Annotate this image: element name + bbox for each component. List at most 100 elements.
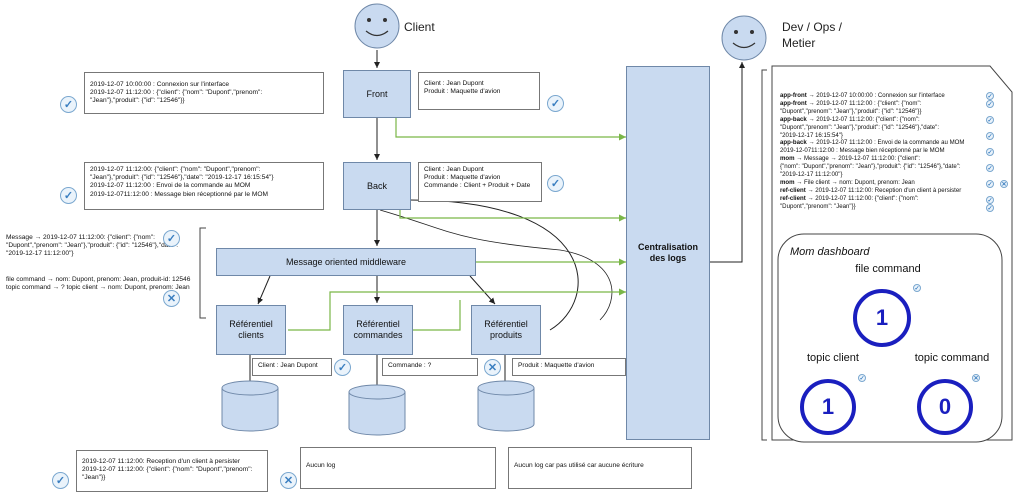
log-line: ref-client → 2019-12-07 11:12:00: Recept… <box>780 187 980 195</box>
log-source: ref-client <box>780 194 806 202</box>
log-source: app-back <box>780 139 807 147</box>
log-line: ref-client → 2019-12-07 11:12:00: {"clie… <box>780 195 980 203</box>
log-line: "Dupont","prenom": "Jean"},"produit": {"… <box>780 124 980 132</box>
devops-actor-icon <box>721 15 767 61</box>
arrow-mom-refproduits <box>469 275 496 305</box>
bottom-clients-line: "Jean"}} <box>82 474 106 482</box>
db-commandes-icon <box>348 384 406 436</box>
log-line: mom → File client → nom: Dupont, prenom:… <box>780 179 980 187</box>
ref-produits-context: Produit : Maquette d'avion <box>512 358 626 376</box>
log-panel-text: app-front → 2019-12-07 10:00:00 : Connex… <box>780 92 980 211</box>
log-line: "Dupont","prenom": "Jean"},"produit": {"… <box>780 108 980 116</box>
front-log-line: 2019-12-07 10:00:00 : Connexion sur l'in… <box>90 81 230 88</box>
log-line: app-back → 2019-12-07 11:12:00: {"client… <box>780 116 980 124</box>
centralisation-label-2: des logs <box>649 253 687 263</box>
ref-produits-box: Référentiel produits <box>471 305 541 355</box>
back-context-note: Client : Jean Dupont Produit : Maquette … <box>418 162 542 202</box>
mom-topic-line: file command → nom: Dupont, prenom: Jean… <box>6 276 171 283</box>
log-line: app-front → 2019-12-07 10:00:00 : Connex… <box>780 92 980 100</box>
front-label: Front <box>366 88 388 99</box>
curve-back-produits-2 <box>379 209 613 321</box>
check-icon: ✓ <box>60 96 77 113</box>
check-icon: ✓ <box>986 164 994 172</box>
cross-icon: ✕ <box>484 359 501 376</box>
check-icon: ✓ <box>334 359 351 376</box>
log-text: → 2019-12-07 11:12:00 : {"client": {"nom… <box>806 99 922 107</box>
check-icon: ✓ <box>986 204 994 212</box>
file-command-gauge: 1 <box>853 289 911 347</box>
front-context-note: Client : Jean Dupont Produit : Maquette … <box>418 72 540 110</box>
log-text: → File client → nom: Dupont, prenom: Jea… <box>794 178 915 186</box>
bottom-commandes-log: Aucun log <box>300 447 496 489</box>
log-bracket <box>761 69 767 441</box>
log-source: app-back <box>780 115 807 123</box>
ref-commandes-label-2: commandes <box>353 330 403 340</box>
bottom-clients-log: 2019-12-07 11:12:00: Reception d'un clie… <box>76 450 268 492</box>
log-panel-checks: ✓✓✓✓✓✓✓✓✓✕ <box>986 92 1008 212</box>
log-text: 2019-12-0711:12:00 : Message bien récept… <box>780 147 945 155</box>
front-log-line: "Jean"},"produit": {"id": "12546"}} <box>90 97 185 105</box>
bottom-clients-line: 2019-12-07 11:12:00: Reception d'un clie… <box>82 458 241 465</box>
log-line: "Dupont","prenom": "Jean"}} <box>780 203 980 211</box>
client-label: Client <box>404 20 435 34</box>
check-icon: ✓ <box>986 92 994 100</box>
mom-topics-note: file command → nom: Dupont, prenom: Jean… <box>6 276 196 292</box>
log-text: "2019-12-17 16:15:54"} <box>780 131 843 139</box>
front-box: Front <box>343 70 411 118</box>
mom-label: Message oriented middleware <box>285 256 407 267</box>
log-text: → 2019-12-07 10:00:00 : Connexion sur l'… <box>806 92 945 99</box>
check-icon: ✓ <box>547 175 564 192</box>
check-icon: ✓ <box>547 95 564 112</box>
ref-produits-label-2: produits <box>489 330 523 340</box>
front-log-line: 2019-12-07 11:12:00 : {"client": {"nom":… <box>90 89 263 97</box>
log-line: mom → Message → 2019-12-07 11:12:00: {"c… <box>780 155 980 163</box>
log-source: mom <box>780 178 795 186</box>
green-arrow-refclients <box>288 288 626 331</box>
log-line: app-front → 2019-12-07 11:12:00 : {"clie… <box>780 100 980 108</box>
back-log-note: 2019-12-07 11:12:00: {"client": {"nom": … <box>84 162 324 210</box>
mom-message-line: "Dupont","prenom": "Jean"},"produit": {"… <box>6 242 130 250</box>
green-line-refcommandes <box>410 300 461 331</box>
topic-command-gauge: 0 <box>917 379 973 435</box>
log-text: → Message → 2019-12-07 11:12:00: {"clien… <box>794 155 921 163</box>
centralisation-box: Centralisation des logs <box>626 66 710 440</box>
log-source: ref-client <box>780 186 806 194</box>
db-clients-icon <box>221 380 279 432</box>
check-icon: ✓ <box>60 187 77 204</box>
arrow-mom-refclients <box>257 275 271 305</box>
ref-produits-label-1: Référentiel <box>484 319 528 329</box>
mom-message-note: Message → 2019-12-07 11:12:00: {"client"… <box>6 234 196 259</box>
centralisation-label-1: Centralisation <box>637 242 698 252</box>
ref-clients-label-2: clients <box>238 330 264 340</box>
log-line: "2019-12-17 16:15:54"} <box>780 132 980 140</box>
log-line: {"nom": "Dupont","prenom": "Jean"},"prod… <box>780 163 980 171</box>
devops-label-line1: Dev / Ops / <box>782 20 843 34</box>
front-context-line: Produit : Maquette d'avion <box>424 88 501 96</box>
client-actor-icon <box>354 3 400 49</box>
check-icon: ✓ <box>986 132 994 140</box>
check-icon: ✓ <box>986 180 994 188</box>
ref-clients-context: Client : Jean Dupont <box>252 358 332 376</box>
log-text: → 2019-12-07 11:12:00: {"client": {"nom"… <box>806 115 920 123</box>
check-icon: ✓ <box>986 196 994 204</box>
back-context-line: Produit : Maquette d'avion <box>424 174 501 182</box>
check-icon: ✓ <box>163 230 180 247</box>
log-text: → 2019-12-07 11:12:00: {"client": {"nom"… <box>805 194 919 202</box>
devops-label-line2: Metier <box>782 36 816 50</box>
back-context-line: Commande : Client + Produit + Date <box>424 182 531 190</box>
ref-commandes-box: Référentiel commandes <box>343 305 413 355</box>
back-log-line: 2019-12-0711:12:00 : Message bien récept… <box>90 190 269 198</box>
mom-bracket <box>199 227 206 319</box>
dashboard-title: Mom dashboard <box>790 246 870 258</box>
log-source: app-front <box>780 92 807 99</box>
mom-message-line: Message → 2019-12-07 11:12:00: {"client"… <box>6 234 155 241</box>
log-text: → 2019-12-07 11:12:00 : Envoi de la comm… <box>806 139 965 147</box>
check-icon: ✓ <box>986 100 994 108</box>
ref-clients-box: Référentiel clients <box>216 305 286 355</box>
log-text: "2019-12-17 11:12:00"} <box>780 171 843 179</box>
mom-box: Message oriented middleware <box>216 248 476 276</box>
topic-command-label: topic command <box>914 352 990 364</box>
log-text: → 2019-12-07 11:12:00: Reception d'un cl… <box>805 186 962 194</box>
log-line: app-back → 2019-12-07 11:12:00 : Envoi d… <box>780 139 980 147</box>
topic-client-gauge: 1 <box>800 379 856 435</box>
